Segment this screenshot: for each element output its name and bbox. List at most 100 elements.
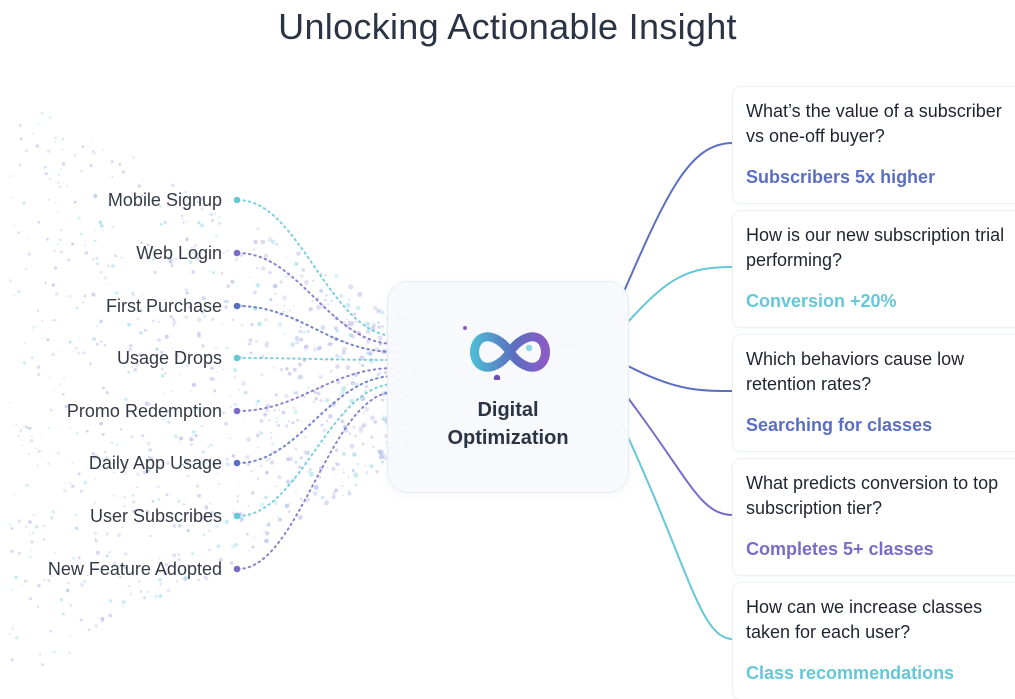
particle-dot [300, 274, 304, 278]
particle-dot [95, 342, 99, 346]
particle-dot [265, 458, 269, 462]
particle-dot [345, 365, 351, 370]
particle-dot [22, 201, 26, 205]
particle-dot [298, 465, 302, 469]
particle-dot [50, 575, 53, 578]
particle-dot [239, 516, 244, 521]
particle-dot [120, 256, 123, 259]
particle-dot [127, 585, 130, 588]
particle-dot [77, 472, 81, 476]
particle-dot [201, 344, 205, 348]
insight-card-classes-per-user[interactable]: How can we increase classes taken for ea… [733, 583, 1015, 699]
particle-dot [118, 163, 122, 166]
insight-card-tier-conversion[interactable]: What predicts conversion to top subscrip… [733, 459, 1015, 575]
particle-dot [163, 571, 168, 576]
particle-dot [57, 181, 60, 184]
particle-dot [361, 423, 366, 428]
particle-dot [239, 253, 244, 258]
event-label-mobile-signup: Mobile Signup [107, 190, 222, 210]
particle-dot [225, 346, 229, 350]
particle-dot [174, 526, 176, 529]
particle-dot [220, 272, 224, 275]
particle-dot [44, 281, 48, 285]
particle-dot [124, 566, 127, 569]
particle-dot [153, 270, 157, 275]
particle-dot [377, 325, 381, 329]
particle-dot [320, 272, 323, 275]
particle-dot [19, 429, 23, 432]
particle-dot [103, 343, 107, 347]
particle-dot [93, 477, 96, 480]
particle-dot [284, 424, 289, 428]
particle-dot [264, 531, 270, 536]
particle-dot [146, 468, 151, 473]
particle-dot [170, 264, 174, 268]
particle-dot [177, 523, 182, 528]
particle-dot [373, 420, 378, 424]
particle-dot [105, 554, 109, 558]
particle-dot [364, 384, 369, 389]
particle-dot [355, 476, 358, 479]
particle-dot [233, 375, 237, 380]
particle-dot [73, 200, 77, 204]
particle-dot [139, 331, 143, 335]
particle-dot [218, 221, 222, 225]
particle-dot [208, 270, 211, 273]
particle-dot [247, 343, 250, 346]
particle-dot [346, 383, 349, 386]
particle-dot [84, 251, 89, 255]
particle-dot [211, 219, 214, 222]
particle-dot [207, 445, 210, 448]
insight-card-retention[interactable]: Which behaviors cause low retention rate… [733, 335, 1015, 451]
particle-dot [331, 494, 336, 500]
particle-dot [379, 371, 382, 374]
particle-dot [70, 427, 72, 430]
particle-dot [277, 475, 282, 480]
particle-dot [201, 425, 203, 428]
particle-dot [341, 485, 344, 488]
particle-dot [345, 302, 351, 308]
particle-dot [288, 502, 291, 505]
particle-dot [265, 408, 270, 413]
particle-dot [293, 305, 295, 307]
particle-dot [255, 340, 258, 343]
insight-question: How can we increase classes taken for ea… [746, 597, 983, 642]
particle-dot [212, 271, 216, 275]
particle-dot [184, 288, 188, 292]
particle-dot [131, 494, 135, 497]
particle-dot [179, 373, 182, 376]
particle-dot [269, 460, 275, 465]
event-bullet [233, 565, 241, 573]
event-connector [237, 367, 396, 412]
particle-dot [62, 148, 64, 151]
particle-dot [215, 346, 217, 349]
insight-card-trial-performance[interactable]: How is our new subscription trial perfor… [733, 211, 1015, 327]
particle-dot [275, 421, 278, 423]
particle-dot [95, 256, 99, 261]
particle-dot [138, 308, 143, 313]
particle-dot [34, 525, 39, 529]
particle-dot [265, 341, 270, 345]
particle-dot [340, 419, 345, 424]
particle-dot [157, 321, 160, 323]
particle-dot [285, 367, 289, 371]
event-connector [237, 391, 396, 570]
particle-dot [335, 353, 339, 358]
particle-dot [322, 442, 325, 445]
particle-dot [45, 237, 49, 241]
particle-dot [377, 449, 381, 453]
particle-dot [164, 372, 167, 375]
particle-dot [191, 552, 195, 555]
particle-dot [318, 374, 323, 380]
particle-dot [322, 428, 327, 433]
particle-dot [155, 308, 158, 310]
particle-dot [190, 390, 193, 393]
particle-dot [68, 294, 71, 298]
insight-card-subscriber-value[interactable]: What’s the value of a subscriber vs one-… [733, 87, 1015, 203]
insight-question: What’s the value of a subscriber vs one-… [746, 101, 1002, 146]
particle-dot [365, 339, 371, 344]
particle-dot [246, 437, 251, 442]
particle-dot [184, 237, 189, 242]
particle-dot [215, 524, 219, 529]
particle-dot [35, 144, 40, 148]
